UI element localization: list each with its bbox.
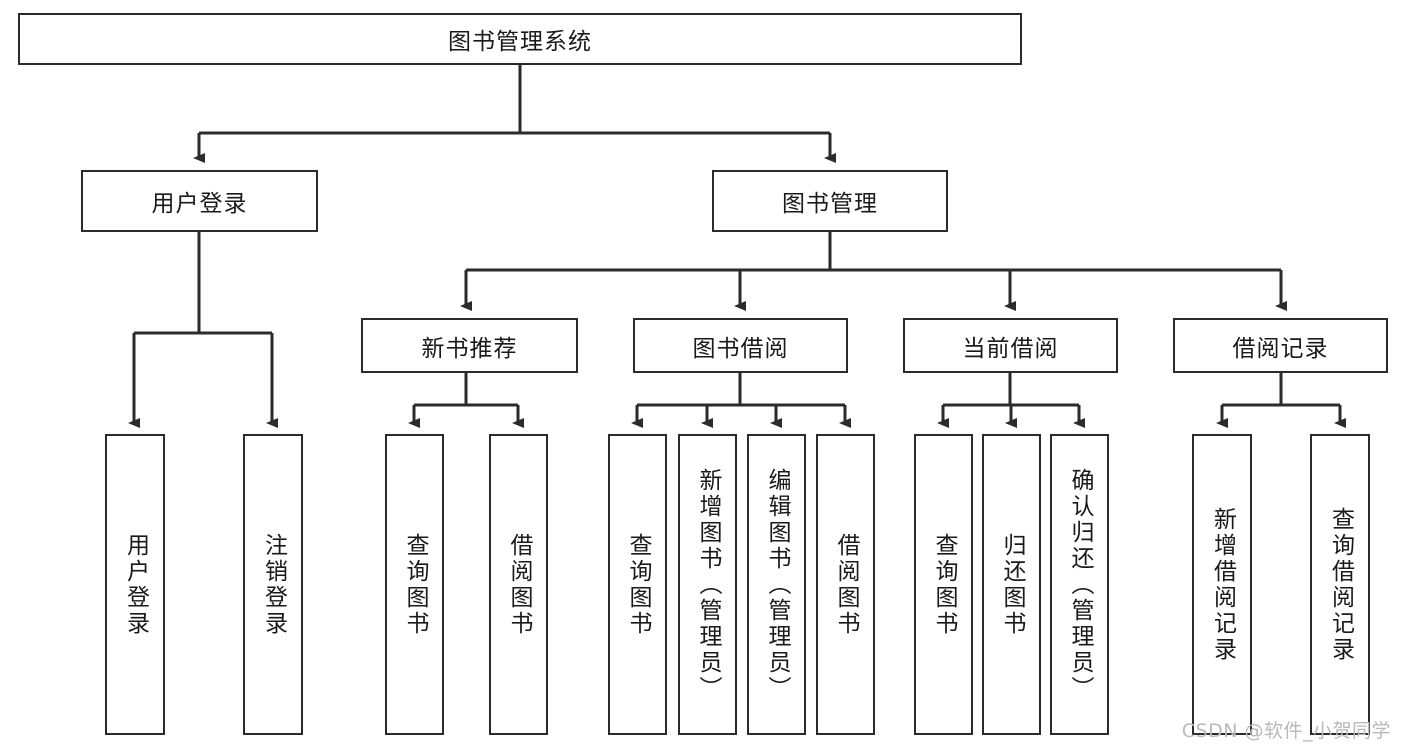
node-user-login[interactable]: 用户登录	[81, 170, 318, 232]
leaf-confirm-return-admin-label: 确认归还（管理员）	[1067, 467, 1093, 702]
leaf-logout-login[interactable]: 注销登录	[243, 434, 303, 735]
node-borrow-records-label: 借阅记录	[1232, 335, 1329, 362]
leaf-return-book-label: 归还图书	[999, 532, 1025, 637]
leaf-logout-login-label: 注销登录	[260, 532, 287, 637]
leaf-query-book-current-label: 查询图书	[931, 532, 957, 637]
node-book-management[interactable]: 图书管理	[712, 170, 948, 232]
leaf-query-book-newbook-label: 查询图书	[402, 532, 428, 637]
leaf-query-book-newbook[interactable]: 查询图书	[385, 434, 444, 735]
node-new-book-recommend-label: 新书推荐	[421, 335, 518, 362]
node-root-label: 图书管理系统	[448, 29, 592, 55]
leaf-query-book-borrow[interactable]: 查询图书	[608, 434, 667, 735]
leaf-borrow-book-label: 借阅图书	[833, 532, 859, 637]
node-book-borrow[interactable]: 图书借阅	[633, 318, 848, 373]
leaf-edit-book-admin[interactable]: 编辑图书（管理员）	[747, 434, 806, 735]
leaf-user-login-label: 用户登录	[122, 532, 149, 637]
leaf-add-book-admin-label: 新增图书（管理员）	[695, 467, 721, 702]
leaf-add-borrow-record-label: 新增借阅记录	[1209, 506, 1236, 663]
leaf-return-book[interactable]: 归还图书	[982, 434, 1041, 735]
node-borrow-records[interactable]: 借阅记录	[1173, 318, 1388, 373]
node-user-login-label: 用户登录	[151, 191, 248, 217]
watermark: CSDN @软件_小贺同学	[1181, 720, 1391, 742]
leaf-query-borrow-record[interactable]: 查询借阅记录	[1310, 434, 1370, 735]
node-current-borrow-label: 当前借阅	[962, 335, 1059, 362]
leaf-query-book-borrow-label: 查询图书	[625, 532, 651, 637]
leaf-add-borrow-record[interactable]: 新增借阅记录	[1192, 434, 1252, 735]
node-new-book-recommend[interactable]: 新书推荐	[361, 318, 578, 373]
node-current-borrow[interactable]: 当前借阅	[903, 318, 1118, 373]
leaf-user-login[interactable]: 用户登录	[105, 434, 165, 735]
leaf-borrow-book-newbook-label: 借阅图书	[506, 532, 532, 637]
leaf-confirm-return-admin[interactable]: 确认归还（管理员）	[1050, 434, 1109, 735]
leaf-borrow-book-newbook[interactable]: 借阅图书	[489, 434, 548, 735]
leaf-query-borrow-record-label: 查询借阅记录	[1327, 506, 1354, 663]
node-book-management-label: 图书管理	[782, 191, 878, 217]
leaf-edit-book-admin-label: 编辑图书（管理员）	[764, 467, 790, 702]
node-book-borrow-label: 图书借阅	[692, 335, 789, 362]
leaf-query-book-current[interactable]: 查询图书	[914, 434, 973, 735]
node-root[interactable]: 图书管理系统	[18, 13, 1022, 65]
leaf-add-book-admin[interactable]: 新增图书（管理员）	[678, 434, 737, 735]
leaf-borrow-book[interactable]: 借阅图书	[816, 434, 875, 735]
